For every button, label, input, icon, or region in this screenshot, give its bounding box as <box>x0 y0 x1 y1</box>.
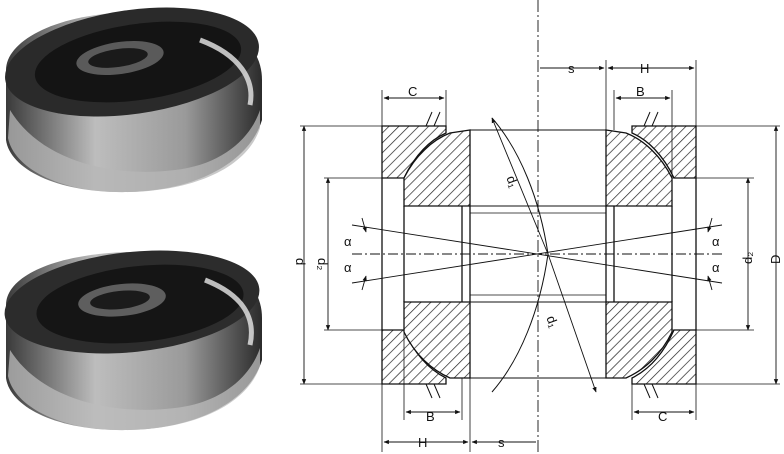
right-inner-ring-bottom <box>605 301 673 379</box>
label-C-bottom: C <box>658 409 667 424</box>
label-B-top: B <box>636 84 645 99</box>
label-D: D <box>768 255 783 264</box>
label-alpha-right-1: α <box>712 260 720 275</box>
label-C-top: C <box>408 84 417 99</box>
right-inner-ring-top <box>605 129 673 207</box>
label-d2-right: d₂ <box>740 252 755 264</box>
label-d1-top: d₁ <box>503 174 521 191</box>
label-d2-left: d₂ <box>315 258 330 270</box>
label-alpha-left-1: α <box>344 234 352 249</box>
bearing-photo-bottom <box>4 250 262 431</box>
label-s-top: s <box>568 61 575 76</box>
cross-section-drawing <box>300 0 780 454</box>
label-alpha-right-2: α <box>712 234 720 249</box>
label-s-bottom: s <box>498 435 505 450</box>
right-outer-ring-bottom <box>631 329 697 385</box>
label-B-bottom: B <box>426 409 435 424</box>
label-H-top: H <box>640 61 649 76</box>
label-H-bottom: H <box>418 435 427 450</box>
bearing-photo-top <box>5 7 262 193</box>
label-alpha-left-2: α <box>344 260 352 275</box>
dimension-labels: s H B C H s B C d d₂ d₂ D d₁ d₁ α α α α <box>293 61 783 450</box>
left-inner-ring-top <box>403 129 471 207</box>
left-inner-ring-bottom <box>403 301 471 379</box>
label-d: d <box>293 258 308 265</box>
label-d1-bottom: d₁ <box>543 314 561 331</box>
